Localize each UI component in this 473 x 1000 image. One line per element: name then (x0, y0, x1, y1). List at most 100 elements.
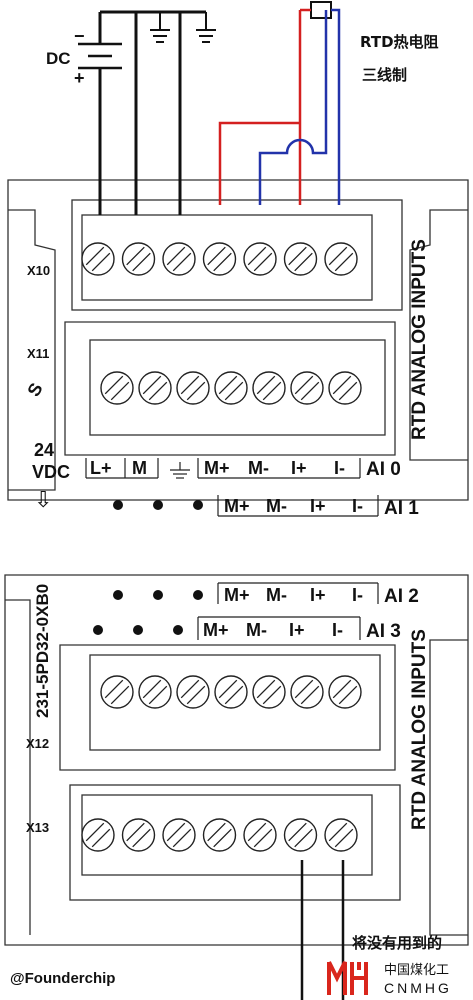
rtd-title: RTD热电阻 (360, 33, 439, 51)
ground-icon (150, 29, 170, 43)
term-ai1-Iplus: I+ (310, 496, 326, 516)
screw-slot (132, 828, 151, 848)
screw-slot (224, 685, 244, 705)
screw-slot (132, 252, 151, 272)
supply-label-vdc: VDC (32, 462, 70, 482)
supply-label-24: 24 (34, 440, 54, 460)
screw-slot (91, 252, 111, 272)
siemens-logo-icon: S (23, 380, 46, 400)
lower-row2-dividers (197, 616, 361, 640)
terminal-screw-icon (121, 242, 156, 276)
dc-minus: − (74, 26, 85, 46)
terminal-screw-icon (81, 242, 115, 276)
term-Lplus: L+ (90, 458, 112, 478)
screw-slot (148, 685, 168, 705)
upper-row2-dots (113, 500, 203, 510)
terminal-screw-icon (324, 242, 358, 276)
screw-slot (247, 822, 267, 842)
terminal-screw-icon (283, 818, 318, 852)
term-ai1-Iminus: I- (352, 496, 363, 516)
screw-slot (218, 375, 238, 395)
screw-slot (180, 679, 200, 699)
screw-slot (91, 828, 111, 848)
screw-slot (172, 828, 192, 848)
term-ai3-Mplus: M+ (203, 620, 229, 640)
terminal-screw-icon (162, 242, 196, 276)
screw-slot (180, 375, 200, 395)
rtd-sensor (310, 1, 332, 19)
connector-x12: X12 (26, 736, 49, 751)
side-label-lower: RTD ANALOG INPUTS (409, 629, 430, 830)
side-label-upper: RTD ANALOG INPUTS (409, 239, 430, 440)
part-number: 231-5PD32-0XB0 (33, 584, 52, 718)
rtd-wires (218, 8, 341, 205)
terminal-screw-icon (243, 818, 277, 852)
screw-slot (186, 381, 206, 401)
term-ai1-Mplus: M+ (224, 496, 250, 516)
screw-slot (85, 822, 105, 842)
screw-slot (104, 679, 124, 699)
terminal-screw-icon (138, 675, 172, 709)
connector-x11: X11 (27, 346, 49, 361)
screw-slot (300, 685, 320, 705)
note-text: 将没有用到的 (352, 934, 442, 952)
screw-slot (332, 679, 352, 699)
screw-slot (207, 246, 226, 266)
screw-slot (262, 381, 282, 401)
terminal-screw-icon (100, 675, 134, 709)
screw-slot (126, 246, 145, 266)
terminal-screw-icon (252, 371, 286, 405)
screw-slot (142, 375, 162, 395)
term-ai3-Mminus: M- (246, 620, 267, 640)
screw-slot (247, 246, 267, 266)
screw-slot (288, 246, 307, 266)
terminal-screw-icon (162, 818, 196, 852)
screw-slot (166, 246, 186, 266)
upper-ground-icon (170, 462, 190, 479)
screw-slot (328, 246, 348, 266)
screw-slot (186, 685, 206, 705)
screw-slot (256, 679, 276, 699)
term-ai0-Iplus: I+ (291, 458, 307, 478)
brand-logo: 中国煤化工 CNMHG (327, 961, 452, 996)
screw-slot (288, 822, 307, 842)
term-M: M (132, 458, 147, 478)
term-ai2-Mplus: M+ (224, 585, 250, 605)
dc-label: DC (46, 49, 71, 68)
screw-slot (142, 679, 162, 699)
terminal-screw-icon (214, 675, 248, 709)
terminal-screw-icon (214, 371, 248, 405)
screw-slot (328, 822, 348, 842)
dc-plus: + (74, 68, 85, 88)
term-ai0-Iminus: I- (334, 458, 345, 478)
terminal-row-x11 (100, 371, 362, 405)
terminal-row-x12 (100, 675, 362, 709)
ground-icon (196, 29, 216, 43)
term-ai2-Iminus: I- (352, 585, 363, 605)
screw-slot (218, 679, 238, 699)
terminal-screw-icon (81, 818, 115, 852)
lower-row2-dots (93, 625, 183, 635)
screw-slot (110, 685, 130, 705)
upper-row2-dividers (217, 495, 379, 517)
screw-slot (126, 822, 145, 842)
screw-slot (253, 828, 273, 848)
screw-slot (334, 252, 354, 272)
down-arrow-icon: ⇩ (34, 487, 52, 512)
screw-slot (213, 252, 232, 272)
terminal-screw-icon (283, 242, 318, 276)
channel-ai3: AI 3 (366, 621, 401, 642)
terminal-screw-icon (328, 675, 362, 709)
term-ai2-Iplus: I+ (310, 585, 326, 605)
logo-en: CNMHG (384, 980, 452, 996)
term-ai0-Mminus: M- (248, 458, 269, 478)
terminal-screw-icon (252, 675, 286, 709)
screw-slot (294, 679, 314, 699)
screw-slot (294, 375, 314, 395)
screw-slot (224, 381, 244, 401)
channel-ai1: AI 1 (384, 498, 419, 519)
screw-slot (110, 381, 130, 401)
screw-slot (85, 246, 105, 266)
terminal-screw-icon (324, 818, 358, 852)
